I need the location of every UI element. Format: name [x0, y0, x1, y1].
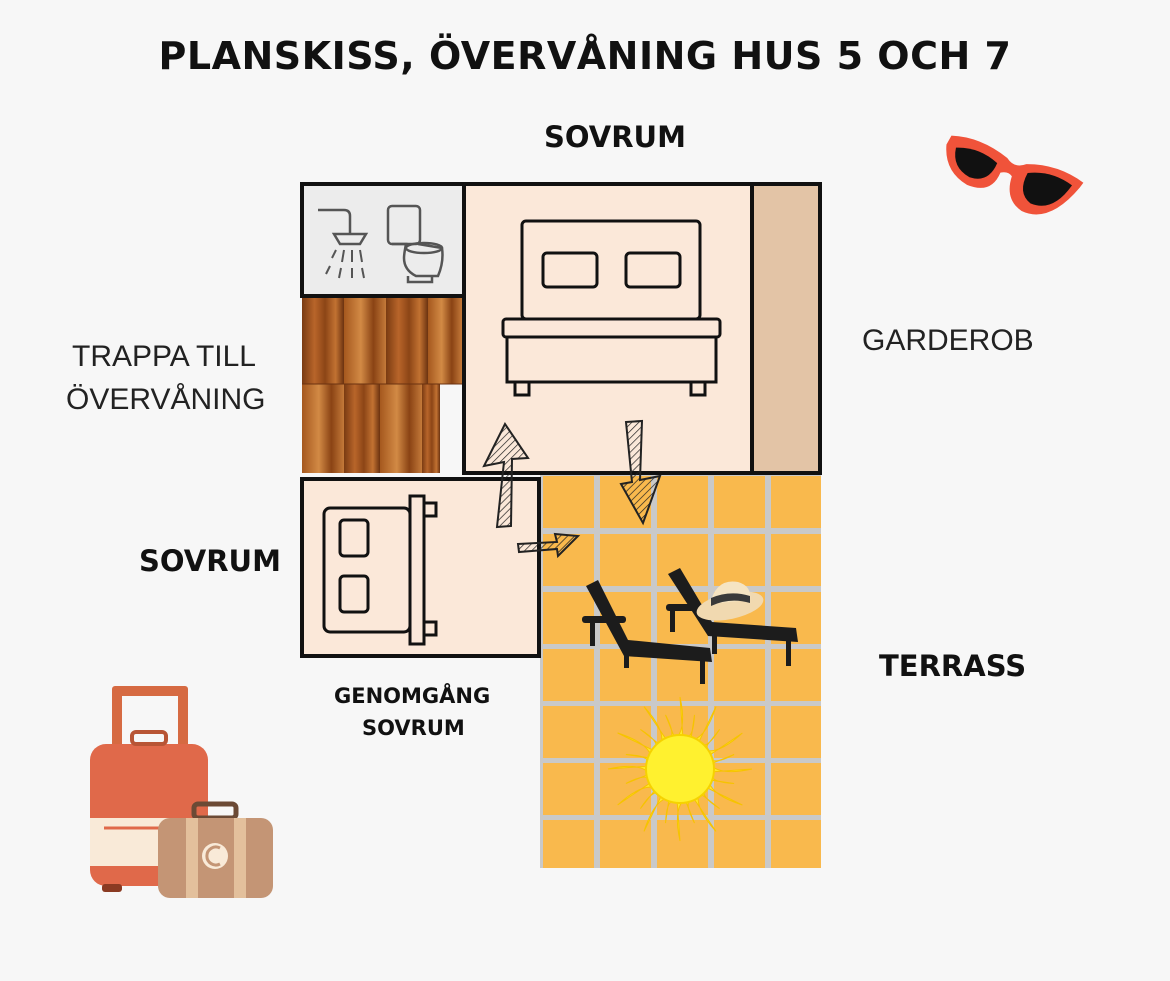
sunhat-icon	[696, 581, 764, 621]
terrace-tile	[543, 820, 594, 868]
top-bedroom-room	[462, 182, 754, 475]
terrace-tile	[714, 649, 765, 701]
terrace-tile	[543, 649, 594, 701]
label-wardrobe: GARDEROB	[862, 324, 1034, 357]
terrace-tile	[657, 820, 708, 868]
terrace-tile	[600, 706, 651, 758]
wardrobe-area	[750, 182, 822, 475]
double-bed-icon	[501, 219, 722, 397]
terrace-tile	[714, 820, 765, 868]
label-stairs-line2: ÖVERVÅNING	[66, 383, 266, 416]
terrace-tile	[714, 706, 765, 758]
bathroom-room	[300, 182, 466, 298]
suitcase-icon	[158, 801, 273, 898]
terrace-tile	[771, 534, 821, 586]
label-stairs-line1: TRAPPA TILL	[72, 340, 256, 373]
terrace-tile	[771, 706, 821, 758]
label-pass-line2: SOVRUM	[362, 716, 465, 740]
terrace-tile	[543, 706, 594, 758]
terrace-tile	[771, 820, 821, 868]
terrace-tile	[600, 534, 651, 586]
terrace-tile	[600, 763, 651, 815]
terrace-tile	[714, 763, 765, 815]
label-left-bedroom: SOVRUM	[139, 544, 281, 578]
terrace-area	[540, 473, 821, 868]
shower-icon	[318, 208, 369, 279]
terrace-tile	[600, 820, 651, 868]
terrace-tile	[771, 476, 821, 528]
sunglasses-icon	[946, 135, 1084, 215]
label-pass-line1: GENOMGÅNG	[334, 684, 491, 708]
toilet-icon	[386, 204, 444, 284]
sun-icon	[607, 696, 753, 842]
terrace-tile	[771, 763, 821, 815]
terrace-tile	[543, 476, 594, 528]
label-top-bedroom: SOVRUM	[544, 120, 686, 154]
sunlounger-icon	[582, 580, 712, 684]
terrace-tile	[771, 649, 821, 701]
label-terrace: TERRASS	[879, 649, 1027, 683]
terrace-tile	[543, 763, 594, 815]
terrace-tile	[657, 476, 708, 528]
terrace-tile	[714, 534, 765, 586]
terrace-tile	[714, 476, 765, 528]
page-title: PLANSKISS, ÖVERVÅNING HUS 5 OCH 7	[158, 34, 1012, 78]
single-bed-icon	[322, 494, 438, 646]
stairs-area	[302, 298, 462, 473]
arrow-icon	[482, 419, 662, 559]
